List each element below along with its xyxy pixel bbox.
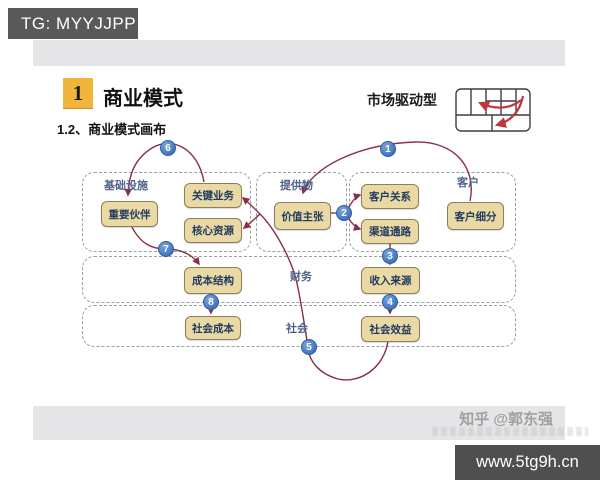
- box-customer-relationships: 客户关系: [361, 184, 419, 209]
- watermark-subtext-illegible: [432, 427, 588, 436]
- box-social-cost: 社会成本: [185, 316, 241, 340]
- slide-bottom-letterbox: [33, 406, 565, 440]
- region-label-finance: 财务: [290, 271, 312, 283]
- box-cost-structure: 成本结构: [184, 267, 242, 294]
- region-label-infrastructure: 基础设施: [104, 180, 148, 192]
- arrow-2-to-channels: [348, 218, 362, 231]
- step-circle-3: 3: [382, 248, 398, 264]
- arrow-1-segment-to-value: [301, 141, 472, 202]
- step-circle-4: 4: [382, 294, 398, 310]
- page-subtitle: 1.2、商业模式画布: [57, 122, 167, 137]
- region-society: [82, 305, 516, 347]
- market-driven-icon-arrows: [477, 95, 525, 128]
- box-social-benefit: 社会效益: [361, 316, 420, 342]
- canvas-type-label: 市场驱动型: [367, 92, 437, 108]
- box-key-resources: 核心资源: [184, 218, 242, 243]
- step-circle-5: 5: [301, 339, 317, 355]
- region-finance: [82, 256, 516, 303]
- step-circle-1: 1: [380, 141, 396, 157]
- zhihu-watermark: 知乎 @郭东强: [459, 411, 553, 428]
- region-label-society: 社会: [286, 323, 308, 335]
- box-customer-segments: 客户细分: [447, 202, 504, 230]
- step-circle-6: 6: [160, 140, 176, 156]
- step-circle-2: 2: [336, 205, 352, 221]
- box-value-proposition: 价值主张: [274, 202, 331, 230]
- box-key-partners: 重要伙伴: [101, 201, 158, 227]
- step-circle-7: 7: [158, 241, 174, 257]
- box-key-activities: 关键业务: [184, 183, 242, 208]
- section-number-badge: 1: [63, 78, 93, 108]
- arrow-2-to-customer-rel: [348, 193, 362, 208]
- region-label-customer: 客户: [457, 177, 479, 189]
- box-channels: 渠道通路: [361, 219, 419, 244]
- arrow-5-to-key-resources: [242, 213, 261, 229]
- tg-channel-label: TG: MYYJJPP: [21, 13, 137, 33]
- site-url-text: www.5tg9h.cn: [476, 453, 579, 471]
- box-revenue-streams: 收入来源: [361, 267, 420, 294]
- tg-channel-badge: TG: MYYJJPP: [8, 8, 138, 39]
- site-url-banner: www.5tg9h.cn: [455, 445, 600, 480]
- region-label-offer: 提供物: [280, 180, 313, 192]
- slide-top-letterbox: [33, 40, 565, 66]
- arrow-5-to-key-activities: [241, 197, 261, 215]
- arrow-6-to-key-partners: [124, 142, 205, 197]
- step-circle-8: 8: [203, 294, 219, 310]
- page-title: 商业模式: [103, 88, 183, 110]
